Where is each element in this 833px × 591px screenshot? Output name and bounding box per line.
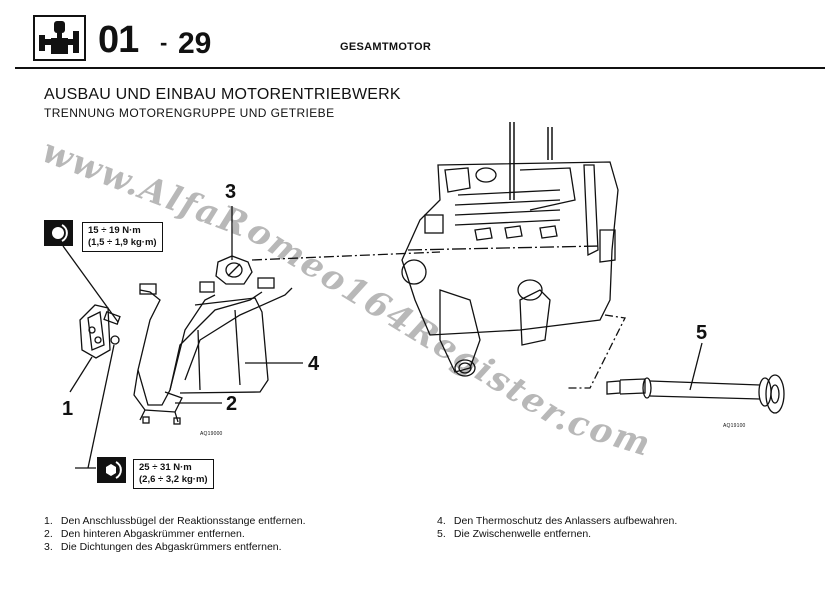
engine-assembly-part — [401, 161, 619, 377]
step-item: 5. Die Zwischenwelle entfernen. — [437, 528, 677, 541]
torque-wrench-icon — [97, 457, 126, 483]
steps-list-left: 1. Den Anschlussbügel der Reaktionsstang… — [44, 515, 306, 554]
callout-leader-5 — [689, 342, 703, 391]
page-title: AUSBAU UND EINBAU MOTORENTRIEBWERK — [44, 86, 401, 103]
figure-ref-1: AQ19000 — [200, 431, 223, 437]
torque-leader-1 — [62, 245, 119, 323]
torque-spec-nm: 15 ÷ 19 N·m — [88, 225, 141, 236]
section-number: 01 — [98, 19, 139, 61]
step-number: 1. — [44, 515, 53, 527]
step-text: Den hinteren Abgaskrümmer entfernen. — [60, 528, 245, 540]
step-number: 4. — [437, 515, 446, 527]
starter-heat-shield-part — [179, 297, 269, 394]
callout-3: 3 — [225, 181, 237, 203]
step-text: Den Thermoschutz des Anlassers aufbewahr… — [453, 515, 678, 527]
page-number: 29 — [178, 27, 212, 60]
callout-5: 5 — [696, 322, 708, 344]
callout-leader-1 — [69, 356, 93, 393]
torque-wrench-icon — [44, 220, 73, 246]
torque-icon-glyph — [106, 461, 122, 479]
step-number: 2. — [44, 528, 53, 540]
lifting-chain-part — [509, 122, 553, 200]
step-item: 3. Die Dichtungen des Abgaskrümmers entf… — [44, 541, 306, 554]
step-item: 2. Den hinteren Abgaskrümmer entfernen. — [44, 528, 306, 541]
torque-spec-box-1: 15 ÷ 19 N·m (1,5 ÷ 1,9 kg·m) — [82, 222, 163, 252]
torque-icon-glyph — [52, 224, 68, 242]
steps-list-right: 4. Den Thermoschutz des Anlassers aufbew… — [437, 515, 677, 541]
step-number: 5. — [437, 528, 446, 540]
callout-4: 4 — [308, 353, 320, 375]
step-item: 4. Den Thermoschutz des Anlassers aufbew… — [437, 515, 677, 528]
shaft-dashed-line — [568, 314, 626, 389]
torque-leader-2 — [87, 344, 115, 469]
header-divider — [15, 67, 825, 69]
manifold-gasket-part — [215, 255, 253, 285]
torque-spec-box-2: 25 ÷ 31 N·m (2,6 ÷ 3,2 kg·m) — [133, 459, 214, 489]
page-separator: - — [160, 30, 168, 55]
torque-spec-kgm: (1,5 ÷ 1,9 kg·m) — [88, 237, 157, 248]
engine-symbol-icon — [33, 15, 86, 61]
reaction-rod-bracket-part — [79, 304, 121, 359]
torque-spec-nm: 25 ÷ 31 N·m — [139, 462, 192, 473]
step-text: Den Anschlussbügel der Reaktionsstange e… — [60, 515, 306, 527]
chapter-title: GESAMTMOTOR — [340, 41, 432, 53]
intermediate-shaft-part — [606, 374, 785, 414]
step-number: 3. — [44, 541, 53, 553]
step-text: Die Dichtungen des Abgaskrümmers entfern… — [60, 541, 282, 553]
exhaust-manifold-part — [133, 277, 293, 425]
callout-2: 2 — [226, 393, 238, 415]
engine-symbol-graphic — [39, 21, 79, 54]
torque-spec-kgm: (2,6 ÷ 3,2 kg·m) — [139, 474, 208, 485]
gasket-dashed-line — [251, 251, 441, 261]
callout-1: 1 — [62, 398, 74, 420]
step-item: 1. Den Anschlussbügel der Reaktionsstang… — [44, 515, 306, 528]
page-subtitle: TRENNUNG MOTORENGRUPPE UND GETRIEBE — [44, 106, 335, 120]
figure-ref-2: AQ19100 — [723, 423, 746, 429]
step-text: Die Zwischenwelle entfernen. — [453, 528, 592, 540]
